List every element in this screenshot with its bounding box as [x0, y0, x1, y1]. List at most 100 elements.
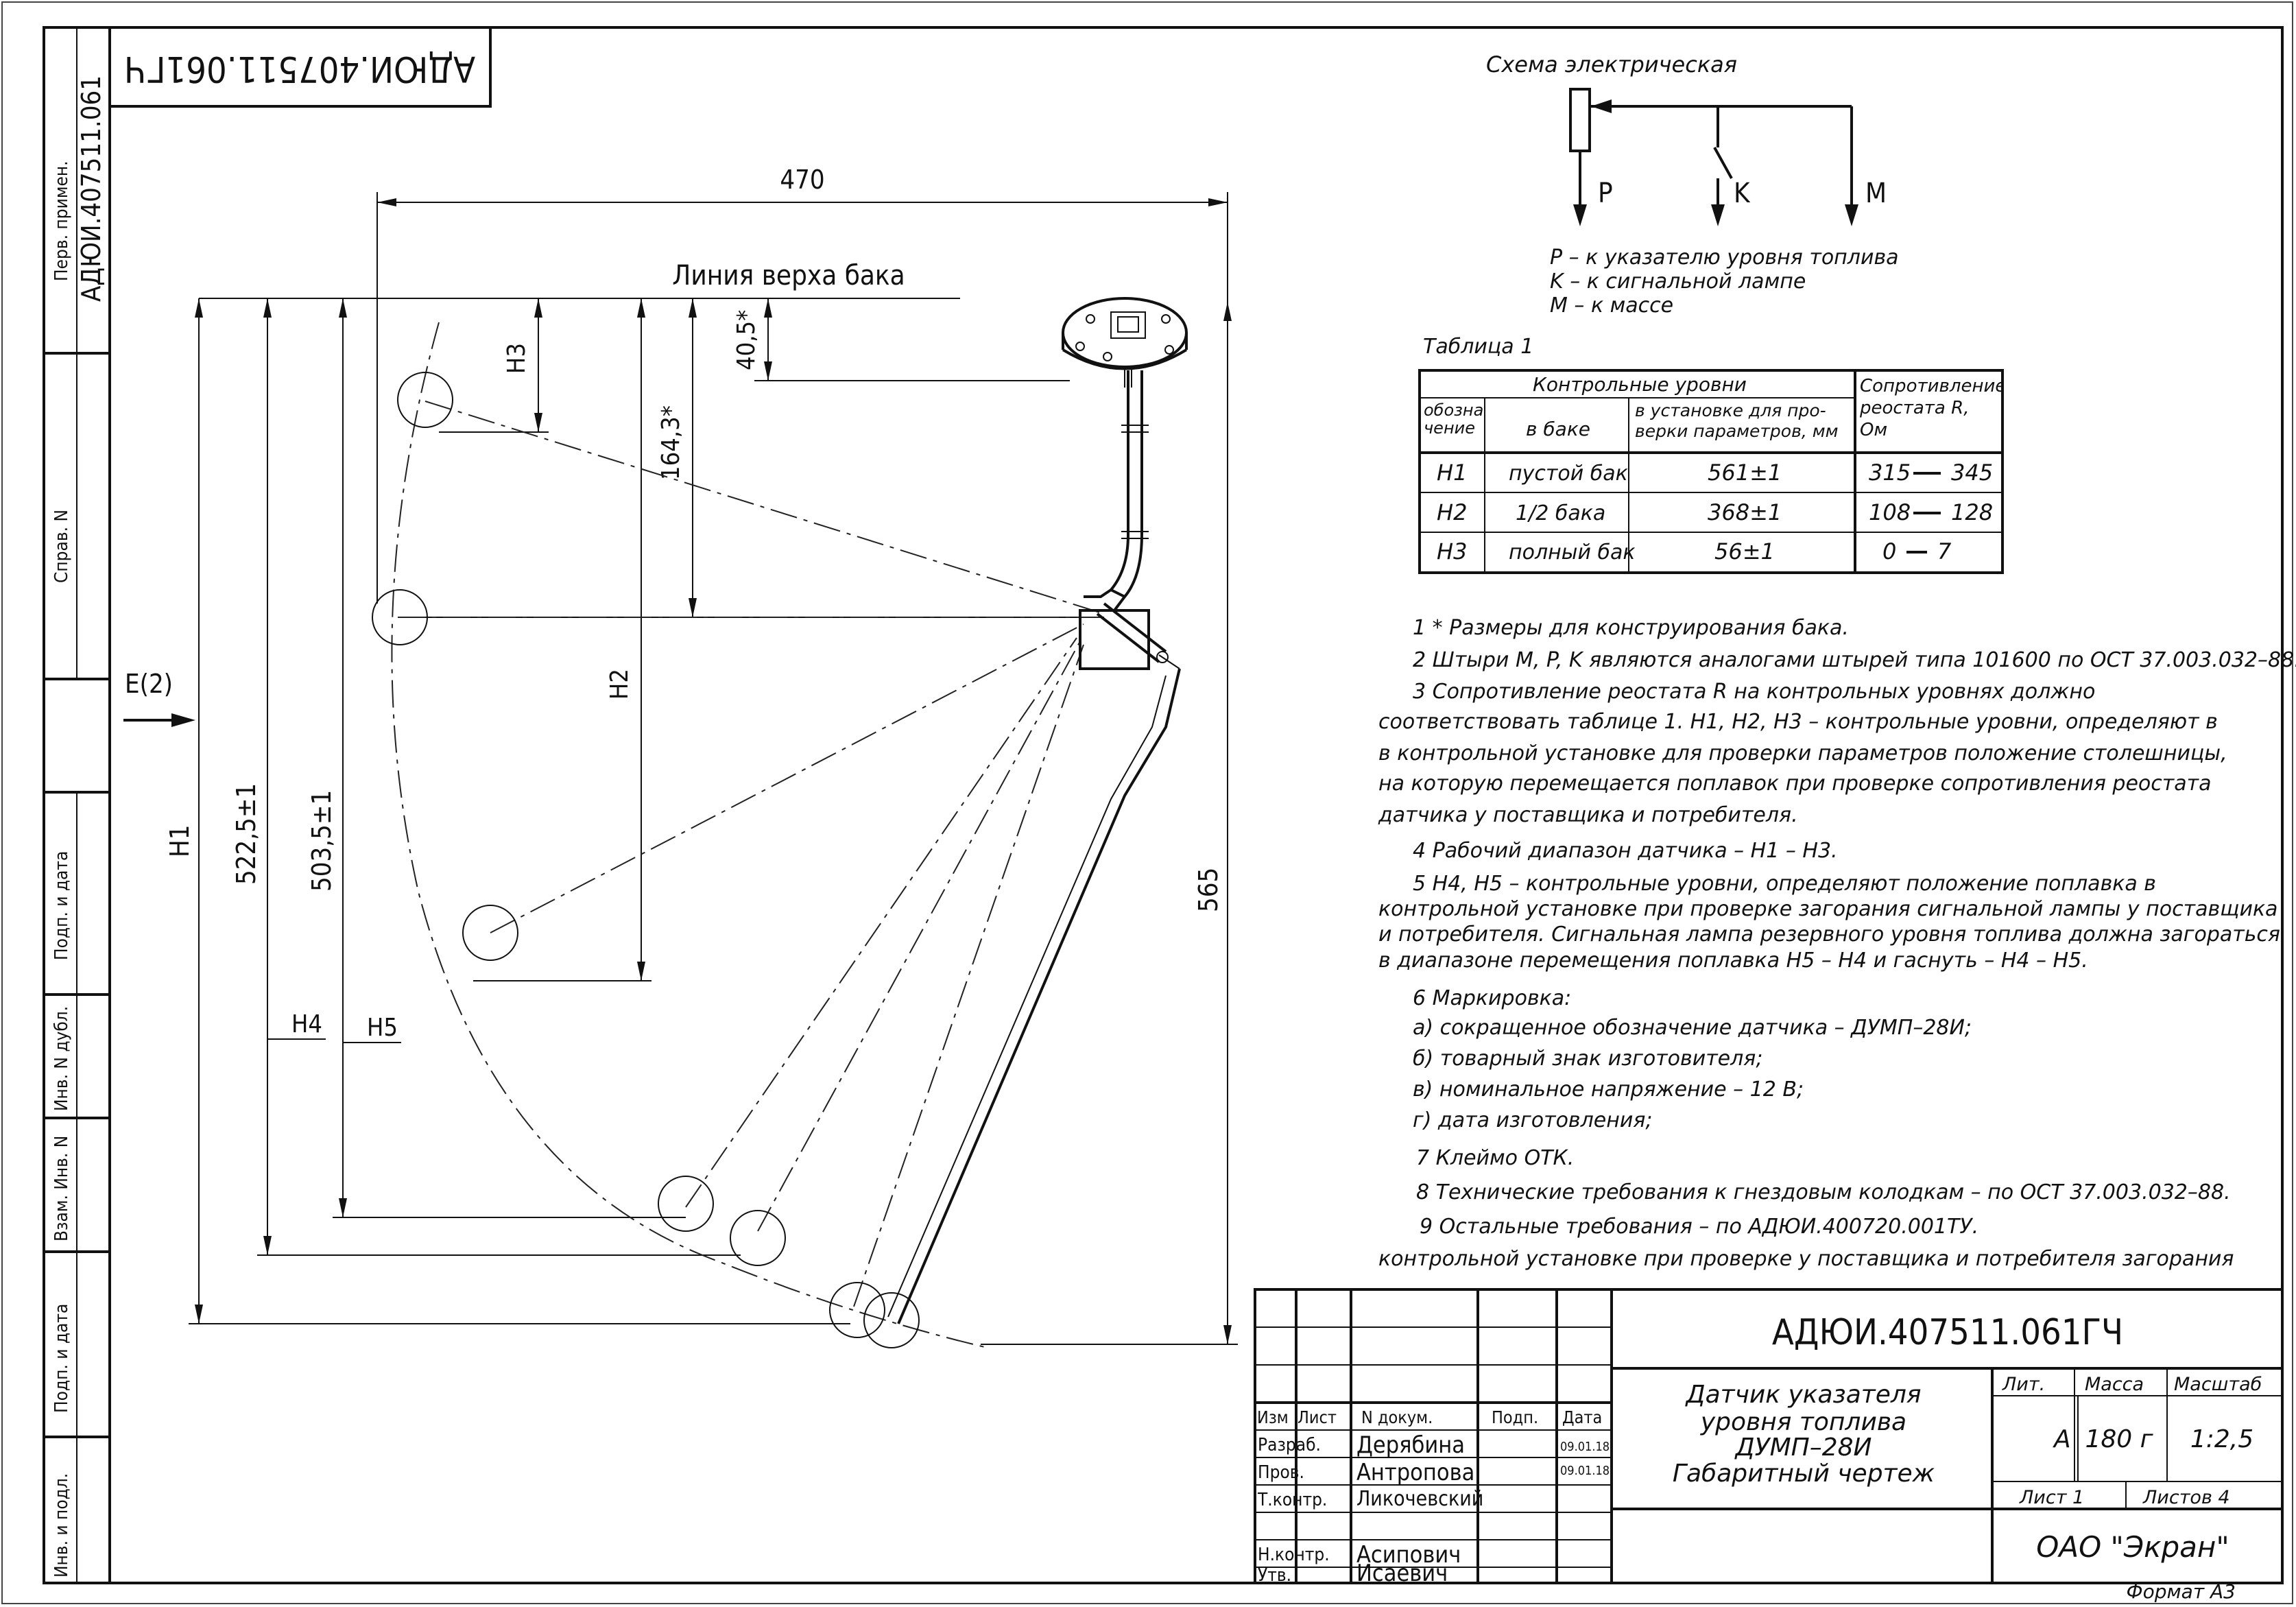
signature-row: Н.контр. Асипович — [1258, 1541, 1461, 1569]
legend-line: P – к указателю уровня топлива — [1550, 246, 1899, 270]
float-circle — [462, 905, 518, 961]
label-h5: H5 — [367, 1014, 398, 1042]
float-circle — [372, 589, 428, 645]
lit-value: А — [2053, 1425, 2071, 1453]
row-tank: пустой бак — [1509, 462, 1628, 486]
hdr-podp: Подп. — [1492, 1407, 1538, 1427]
role-label: Утв. — [1258, 1565, 1291, 1586]
sheet-label: Лист 1 — [2019, 1487, 2084, 1508]
table-row: H1 пустой бак 561±1 315 345 — [1437, 460, 1993, 486]
side-stamp: Перв. примен. АДЮИ.407511.061 Справ. N П… — [43, 26, 111, 1584]
schematic-k: K — [1734, 178, 1751, 209]
float-positions — [372, 372, 920, 1348]
note-line: 8 Технические требования к гнездовым кол… — [1416, 1180, 2231, 1204]
title-name-line: Габаритный чертеж — [1673, 1460, 1935, 1488]
col-resistance: Сопротивление реостата R, Ом — [1860, 376, 2002, 440]
dim-h3: H3 — [503, 343, 531, 374]
row-res-max: 7 — [1937, 538, 1952, 564]
inverted-doc-code: АДЮИ.407511.061ГЧ — [124, 48, 475, 89]
note-line: в диапазоне перемещения поплавка H5 – H4… — [1378, 949, 2088, 973]
label-h4: H4 — [291, 1010, 322, 1038]
podp-data-label-1: Подп. и дата — [51, 851, 72, 960]
title-name-line: ДУМП–28И — [1734, 1433, 1872, 1462]
note-line: на которую перемещается поплавок при про… — [1378, 772, 2211, 796]
dim-h1: H1 — [165, 825, 195, 857]
row-designation: H1 — [1437, 460, 1467, 486]
dim-470: 470 — [780, 165, 824, 195]
table-row: H2 1/2 бака 368±1 108 128 — [1437, 499, 1993, 525]
float-circle — [829, 1282, 885, 1338]
note-line: датчика у поставщика и потребителя. — [1378, 803, 1798, 827]
row-designation: H2 — [1437, 499, 1467, 525]
person-name: Дерябина — [1356, 1431, 1465, 1459]
dim-503-5: 503,5±1 — [307, 790, 337, 892]
dim-565: 565 — [1193, 868, 1223, 912]
table-row: H3 полный бак 56±1 0 7 — [1437, 538, 1952, 564]
note-line: и потребителя. Сигнальная лампа резервно… — [1378, 922, 2280, 947]
col-install: в установке для про-верки параметров, мм — [1635, 401, 1839, 441]
note-line: б) товарный знак изготовителя; — [1413, 1047, 1762, 1071]
sign-date: 09.01.18 — [1560, 1464, 1610, 1478]
technical-notes: 1 * Размеры для конструирования бака. 2 … — [1378, 616, 2296, 1271]
dimension-lines: 470 Линия верха бака 40,5* H3 164,3* H2 — [165, 165, 1238, 1345]
note-line: соответствовать таблице 1. H1, H2, H3 – … — [1378, 710, 2218, 734]
note-line: 2 Штыри M, P, K являются аналогами штыре… — [1413, 648, 2296, 672]
legend-line: K – к сигнальной лампе — [1550, 270, 1806, 294]
dim-h2: H2 — [606, 669, 634, 700]
note-line: а) сокращенное обозначение датчика – ДУМ… — [1413, 1016, 1972, 1040]
view-label: Е(2) — [125, 669, 173, 699]
note-line: 7 Клеймо ОТК. — [1416, 1146, 1574, 1170]
view-arrow: Е(2) — [123, 669, 195, 727]
inv-dubl-label: Инв. N дубл. — [51, 1006, 72, 1111]
signature-row: Утв. Исаевич — [1258, 1560, 1448, 1587]
inverted-code-box: АДЮИ.407511.061ГЧ — [108, 26, 492, 108]
person-name: Ликочевский — [1356, 1487, 1483, 1511]
note-line: 3 Сопротивление реостата R на контрольны… — [1413, 680, 2095, 704]
row-res-max: 345 — [1951, 460, 1993, 486]
role-label: Разраб. — [1258, 1435, 1321, 1455]
role-label: Пров. — [1258, 1462, 1304, 1483]
hdr-data: Дата — [1562, 1407, 1602, 1427]
tank-top-label: Линия верха бака — [672, 260, 905, 291]
schematic-title: Схема электрическая — [1486, 51, 1737, 78]
sign-date: 09.01.18 — [1560, 1440, 1610, 1454]
row-install: 561±1 — [1708, 460, 1782, 486]
sensor-body — [887, 297, 1188, 1324]
float-trajectory — [391, 322, 1105, 1348]
sheets-label: Листов 4 — [2142, 1487, 2230, 1508]
schematic-m: M — [1865, 178, 1887, 209]
org-name: ОАО "Экран" — [2036, 1530, 2229, 1564]
title-name-line: уровня топлива — [1700, 1408, 1906, 1436]
table-1: Таблица 1 Контрольные уровни обозна-чени… — [1418, 335, 2004, 574]
role-label: Н.контр. — [1258, 1545, 1330, 1565]
row-res-max: 128 — [1951, 499, 1993, 525]
dim-40-5: 40,5* — [732, 310, 761, 370]
note-line: 5 H4, H5 – контрольные уровни, определяю… — [1413, 872, 2156, 896]
signature-row: Т.контр. Ликочевский — [1257, 1487, 1483, 1511]
title-name-line: Датчик указателя — [1684, 1381, 1921, 1409]
sprav-label: Справ. N — [51, 510, 72, 583]
note-line: 4 Рабочий диапазон датчика – H1 – H3. — [1413, 839, 1838, 863]
table-caption: Таблица 1 — [1423, 335, 1533, 359]
float-circle — [730, 1210, 786, 1266]
person-name: Асипович — [1356, 1541, 1461, 1569]
float-circle — [397, 372, 453, 428]
row-install: 56±1 — [1714, 538, 1775, 564]
hdr-list: Лист — [1298, 1407, 1337, 1427]
massa-value: 180 г — [2085, 1425, 2153, 1453]
format-label: Формат А3 — [2127, 1580, 2236, 1603]
note-line: в контрольной установке для проверки пар… — [1378, 741, 2227, 765]
note-line: в) номинальное напряжение – 12 В; — [1413, 1078, 1804, 1102]
legend-line: M – к массе — [1550, 294, 1673, 318]
row-res-min: 0 — [1882, 538, 1896, 564]
table-group-header: Контрольные уровни — [1533, 373, 1747, 396]
col-tank: в баке — [1526, 418, 1590, 440]
row-tank: 1/2 бака — [1516, 501, 1605, 525]
signature-row: Пров. Антропова 09.01.18 — [1258, 1459, 1610, 1486]
row-tank: полный бак — [1509, 540, 1635, 564]
person-name: Исаевич — [1356, 1560, 1448, 1587]
float-circle — [658, 1176, 714, 1232]
signature-row: Разраб. Дерябина 09.01.18 — [1258, 1431, 1610, 1459]
